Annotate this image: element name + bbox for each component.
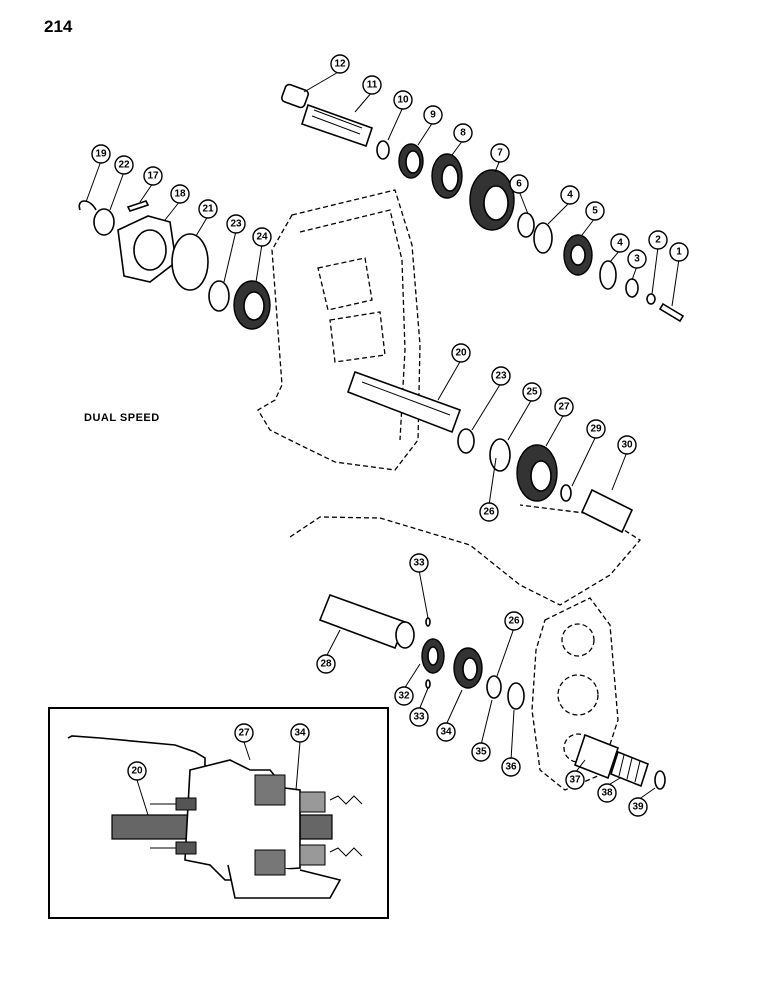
callout-label: 27 — [238, 728, 250, 739]
callout-12: 12 — [330, 54, 350, 74]
callout-23: 23 — [226, 214, 246, 234]
callout-26: 26 — [479, 502, 499, 522]
callout-label: 18 — [174, 189, 186, 200]
callout-label: 4 — [567, 190, 573, 201]
callout-label: 25 — [526, 387, 538, 398]
callout-label: 20 — [131, 766, 143, 777]
callout-label: 39 — [632, 802, 644, 813]
callout-27: 27 — [554, 397, 574, 417]
callout-label: 5 — [592, 206, 598, 217]
callout-7: 7 — [490, 143, 510, 163]
callout-label: 10 — [397, 95, 409, 106]
callout-label: 12 — [334, 59, 346, 70]
callout-label: 17 — [147, 171, 159, 182]
callout-29: 29 — [586, 419, 606, 439]
callout-34: 34 — [436, 722, 456, 742]
callout-label: 7 — [497, 148, 503, 159]
callout-label: 24 — [256, 232, 268, 243]
callout-30: 30 — [617, 435, 637, 455]
callout-4: 4 — [560, 185, 580, 205]
callout-label: 30 — [621, 440, 633, 451]
callout-label: 29 — [590, 424, 602, 435]
callout-10: 10 — [393, 90, 413, 110]
callout-18: 18 — [170, 184, 190, 204]
middle-shaft-parts — [346, 370, 634, 534]
inset-callout-27: 27 — [234, 723, 254, 743]
upper-gear-train — [280, 83, 685, 323]
callout-label: 33 — [413, 558, 425, 569]
callout-36: 36 — [501, 757, 521, 777]
callout-5: 5 — [585, 201, 605, 221]
callout-label: 37 — [569, 775, 581, 786]
callout-label: 20 — [455, 348, 467, 359]
right-lower-parts — [574, 733, 666, 790]
callout-33-second: 33 — [409, 707, 429, 727]
lower-group-parts — [318, 593, 525, 710]
callout-37: 37 — [565, 770, 585, 790]
callout-label: 6 — [516, 179, 522, 190]
callout-2: 2 — [648, 230, 668, 250]
callout-23-second: 23 — [491, 366, 511, 386]
callout-label: 1 — [676, 247, 682, 258]
callout-3: 3 — [627, 249, 647, 269]
callout-label: 3 — [634, 254, 640, 265]
callout-26-second: 26 — [504, 611, 524, 631]
callout-17: 17 — [143, 166, 163, 186]
callout-6: 6 — [509, 174, 529, 194]
callout-label: 35 — [475, 747, 487, 758]
callout-21: 21 — [198, 199, 218, 219]
grouping-outline — [289, 504, 641, 606]
callout-label: 22 — [118, 160, 130, 171]
callout-32: 32 — [394, 686, 414, 706]
callout-label: 23 — [230, 219, 242, 230]
callout-label: 8 — [460, 128, 466, 139]
callout-38: 38 — [597, 783, 617, 803]
callout-19: 19 — [91, 144, 111, 164]
callout-label: 23 — [495, 371, 507, 382]
callout-label: 32 — [398, 691, 410, 702]
callout-label: 28 — [320, 659, 332, 670]
callout-label: 38 — [601, 788, 613, 799]
callout-label: 21 — [202, 204, 214, 215]
callout-label: 27 — [558, 402, 570, 413]
cross-section-inset — [48, 707, 389, 919]
callout-8: 8 — [453, 123, 473, 143]
main-housing — [257, 189, 421, 471]
callout-22: 22 — [114, 155, 134, 175]
callout-label: 34 — [440, 727, 452, 738]
callout-label: 36 — [505, 762, 517, 773]
diagram-caption: DUAL SPEED — [84, 412, 160, 424]
callout-33: 33 — [409, 553, 429, 573]
callout-label: 34 — [294, 728, 306, 739]
callout-4-second: 4 — [610, 233, 630, 253]
left-cover-parts — [78, 200, 271, 330]
inset-callout-34: 34 — [290, 723, 310, 743]
callout-label: 4 — [617, 238, 623, 249]
page-number: 214 — [44, 17, 73, 36]
callout-label: 2 — [655, 235, 661, 246]
callout-label: 26 — [508, 616, 520, 627]
callout-20: 20 — [451, 343, 471, 363]
callout-39: 39 — [628, 797, 648, 817]
callout-label: 19 — [95, 149, 107, 160]
callout-label: 11 — [367, 80, 378, 91]
callout-25: 25 — [522, 382, 542, 402]
callout-11: 11 — [362, 75, 382, 95]
callout-9: 9 — [423, 105, 443, 125]
callout-35: 35 — [471, 742, 491, 762]
callout-24: 24 — [252, 227, 272, 247]
callout-label: 9 — [430, 110, 436, 121]
callout-1: 1 — [669, 242, 689, 262]
callout-label: 33 — [413, 712, 425, 723]
inset-callout-20: 20 — [127, 761, 147, 781]
callout-label: 26 — [483, 507, 495, 518]
callout-28: 28 — [316, 654, 336, 674]
